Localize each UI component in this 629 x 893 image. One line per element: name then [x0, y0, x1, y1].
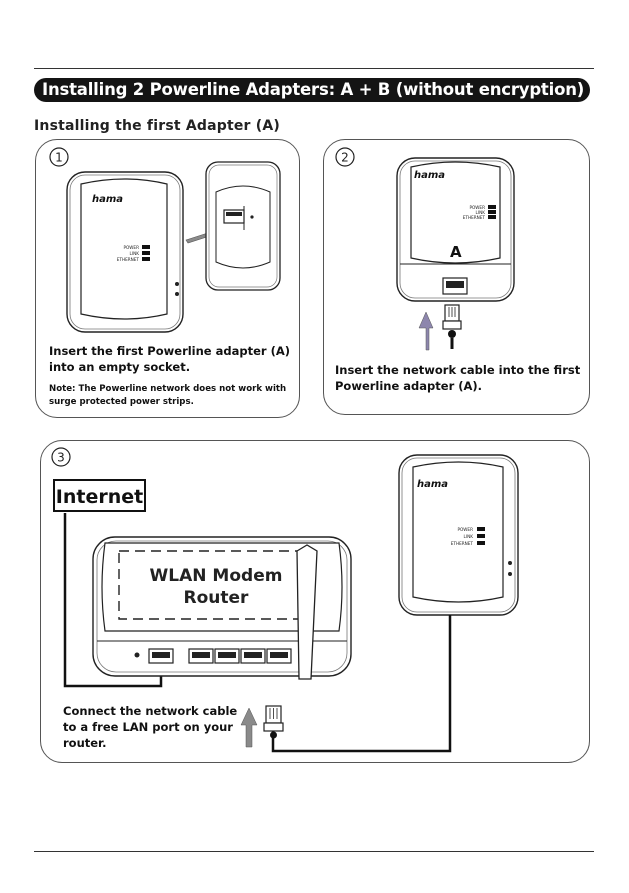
network-cable-plug [442, 304, 462, 349]
router-label-line-2: Router [184, 588, 250, 608]
step-number-label: 2 [341, 151, 349, 165]
up-arrow-icon [240, 707, 258, 748]
step-number-label: 3 [57, 451, 65, 465]
internet-box [53, 479, 146, 512]
led-ethernet-label: ETHERNET [451, 541, 474, 546]
brand-logo: hama [414, 170, 445, 181]
step-number-circle [335, 147, 355, 167]
step-1-panel: 1 hama POWER LINK ETHERNET [35, 139, 300, 418]
step-3-caption-line-2: to a free LAN port on your [63, 720, 233, 734]
brand-logo: hama [417, 479, 448, 490]
step-1-illustration: 1 hama POWER LINK ETHERNET [49, 147, 281, 333]
led-ethernet-label: ETHERNET [117, 257, 140, 262]
up-arrow-icon [418, 311, 434, 351]
step-3-panel: 3 Internet WLAN Modem Router [40, 440, 590, 763]
powerline-adapter: hama POWER LINK ETHERNET [66, 171, 184, 333]
step-3-caption-line-1: Connect the network cable [63, 704, 238, 718]
step-2-illustration: 2 hama POWER LINK ETHERNET A [335, 147, 515, 351]
bottom-rule [34, 851, 594, 852]
step-number-label: 1 [55, 151, 63, 165]
wlan-router: WLAN Modem Router [92, 536, 352, 677]
led-ethernet-label: ETHERNET [463, 215, 486, 220]
top-rule [34, 68, 594, 69]
step-number-circle [49, 147, 69, 167]
step-1-note-line-2: surge protected power strips. [49, 397, 194, 407]
led-link-label: LINK [476, 210, 486, 215]
step-2-panel: 2 hama POWER LINK ETHERNET A [323, 139, 590, 415]
led-link-label: LINK [464, 534, 474, 539]
led-power-label: POWER [457, 527, 473, 532]
led-power-label: POWER [469, 205, 485, 210]
internet-label: Internet [56, 486, 143, 508]
led-power-label: POWER [123, 245, 139, 250]
step-1-caption-line-1: Insert the first Powerline adapter (A) [49, 344, 290, 358]
step-2-caption-line-2: Powerline adapter (A). [335, 379, 483, 393]
adapter-letter: A [450, 243, 462, 261]
step-2-caption-line-1: Insert the network cable into the first [335, 363, 581, 377]
led-link-label: LINK [130, 251, 140, 256]
router-antenna [296, 544, 318, 680]
step-1-note-line-1: Note: The Powerline network does not wor… [49, 384, 287, 394]
led-power [142, 245, 150, 249]
brand-logo: hama [92, 194, 123, 205]
banner-title: Installing 2 Powerline Adapters: A + B (… [34, 78, 590, 102]
powerline-adapter-b: hama POWER LINK ETHERNET [398, 454, 519, 616]
led-ethernet [142, 257, 150, 261]
step-3-caption-line-3: router. [63, 736, 107, 750]
step-number-circle [51, 447, 71, 467]
network-cable-plug [263, 705, 284, 739]
powerline-adapter-a: hama POWER LINK ETHERNET A [396, 157, 515, 302]
step-3-illustration: 3 Internet WLAN Modem Router [51, 447, 519, 753]
adapter-cable [271, 615, 452, 753]
step-1-caption-line-2: into an empty socket. [49, 360, 191, 374]
router-label-line-1: WLAN Modem [150, 566, 283, 586]
wall-socket [205, 161, 281, 291]
led-link [142, 251, 150, 255]
section-title: Installing the first Adapter (A) [34, 118, 280, 134]
